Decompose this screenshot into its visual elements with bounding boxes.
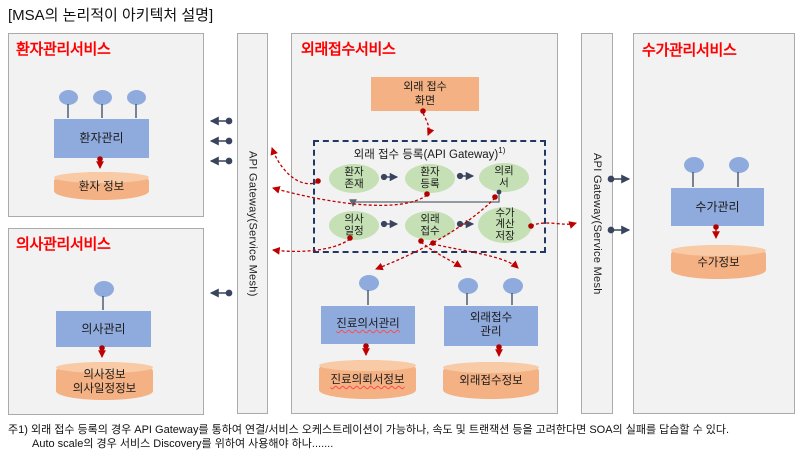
step-line: 서 xyxy=(499,176,509,189)
fee-datastore-cylinder: 수가정보 xyxy=(671,245,766,279)
reception-screen-line: 외래 접수 xyxy=(403,80,447,93)
orchestration-footnote-ref: 1) xyxy=(498,146,506,156)
fee-component-label: 수가관리 xyxy=(695,199,740,214)
orchestration-title: 외래 접수 등록(API Gateway)1) xyxy=(315,146,544,162)
doctor-component-label: 의사관리 xyxy=(81,321,126,336)
doctor-datastore-label: 의사정보 의사일정정보 xyxy=(56,362,153,400)
fee-service-box: 수가관리서비스 수가관리 수가정보 xyxy=(633,33,795,414)
step-line: 계산 xyxy=(495,218,515,231)
instance-circle-icon xyxy=(359,275,379,291)
patient-component: 환자관리 xyxy=(54,119,149,158)
step-line: 환자 xyxy=(420,165,440,178)
step-doctor-schedule: 의사 일정 xyxy=(329,211,379,240)
api-gateway-left-label: API Gateway(Service Mesh) xyxy=(246,150,259,297)
step-referral: 의뢰 서 xyxy=(479,163,529,192)
reception-datastore-label: 외래접수정보 xyxy=(459,375,523,388)
reception-datastore-cylinder: 외래접수정보 xyxy=(443,362,539,399)
footnote-line-1: 주1) 외래 접수 등록의 경우 API Gateway를 통하여 연결/서비스… xyxy=(8,424,730,436)
page-title: [MSA의 논리적이 아키텍처 설명] xyxy=(8,7,214,24)
instance-circle-icon xyxy=(59,90,78,105)
step-line: 존재 xyxy=(344,177,364,190)
referral-datastore-cylinder: 진료의뢰서정보 xyxy=(319,360,416,399)
doctor-component: 의사관리 xyxy=(56,311,151,347)
reception-screen-line: 화면 xyxy=(414,95,436,107)
fee-component: 수가관리 xyxy=(671,188,764,226)
footnote: 주1) 외래 접수 등록의 경우 API Gateway를 통하여 연결/서비스… xyxy=(8,423,796,452)
reception-mgmt-component: 외래접수 관리 xyxy=(444,306,538,346)
step-line: 저장 xyxy=(495,229,515,242)
doctor-service-box: 의사관리서비스 의사관리 의사정보 의사일정정보 xyxy=(8,228,204,415)
step-line: 의뢰 xyxy=(494,164,514,177)
reception-screen-box: 외래 접수 화면 xyxy=(371,77,479,111)
instance-circle-icon xyxy=(458,278,478,294)
referral-datastore-text: 진료의뢰서정보 xyxy=(330,374,405,387)
step-line: 환자 xyxy=(344,165,364,178)
step-patient-exists: 환자 존재 xyxy=(329,164,379,193)
reception-service-box: 외래접수서비스 외래 접수 화면 외래 접수 등록(API Gateway)1)… xyxy=(291,33,558,414)
fee-datastore-label: 수가정보 xyxy=(697,256,740,269)
step-patient-register: 환자 등록 xyxy=(405,164,455,193)
api-gateway-right-label: API Gateway(Service Mesh xyxy=(591,152,603,295)
patient-component-label: 환자관리 xyxy=(79,131,124,146)
doctor-service-title: 의사관리서비스 xyxy=(16,236,111,253)
instance-circle-icon xyxy=(684,157,704,173)
instance-circle-icon xyxy=(93,90,112,105)
api-gateway-left-bar: API Gateway(Service Mesh) xyxy=(237,33,268,414)
step-line: 일정 xyxy=(344,224,364,237)
instance-circle-icon xyxy=(503,278,523,294)
patient-service-title: 환자관리서비스 xyxy=(16,41,111,58)
patient-service-box: 환자관리서비스 환자관리 환자 정보 xyxy=(8,33,204,217)
step-fee-calc-save: 수가 계산 저장 xyxy=(478,207,532,243)
referral-datastore-label: 진료의뢰서정보 xyxy=(319,360,416,399)
orchestration-title-text: 외래 접수 등록(API Gateway) xyxy=(353,149,499,161)
fee-service-title: 수가관리서비스 xyxy=(642,42,737,59)
step-line: 의사 xyxy=(344,212,364,225)
doctor-datastore-line: 의사일정정보 xyxy=(72,382,137,395)
step-line: 등록 xyxy=(420,177,440,190)
instance-circle-icon xyxy=(94,281,114,297)
doctor-datastore-cylinder: 의사정보 의사일정정보 xyxy=(56,362,153,400)
step-outpatient-receipt: 외래 접수 xyxy=(405,211,455,240)
step-line: 외래 xyxy=(420,212,440,225)
referral-component: 진료의서관리 xyxy=(321,306,415,344)
doctor-datastore-line: 의사정보 xyxy=(83,368,126,381)
patient-datastore-cylinder: 환자 정보 xyxy=(54,172,149,200)
api-gateway-right-bar: API Gateway(Service Mesh xyxy=(581,33,613,414)
reception-mgmt-line: 외래접수 xyxy=(469,312,513,325)
reception-mgmt-line: 관리 xyxy=(480,326,502,338)
step-line: 수가 xyxy=(495,206,515,219)
step-line: 접수 xyxy=(420,224,440,237)
referral-component-label: 진료의서관리 xyxy=(336,318,400,331)
instance-circle-icon xyxy=(127,90,146,105)
patient-datastore-label: 환자 정보 xyxy=(78,180,125,193)
instance-circle-icon xyxy=(729,157,749,173)
reception-service-title: 외래접수서비스 xyxy=(301,41,396,58)
footnote-line-2: Auto scale의 경우 서비스 Discovery를 위하여 사용해야 하… xyxy=(32,438,334,451)
